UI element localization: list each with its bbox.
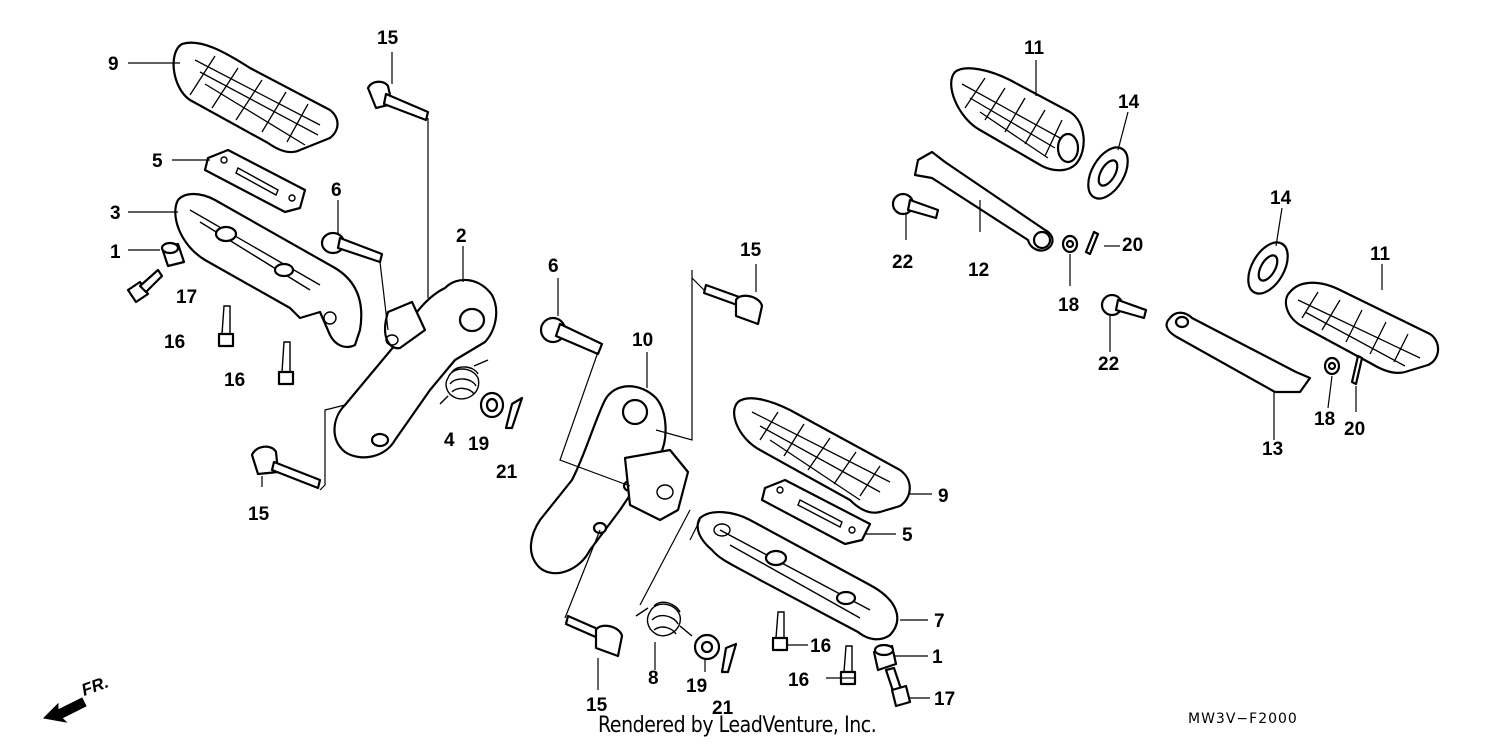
part-bolt-16-center-a <box>771 611 789 652</box>
callout-9: 9 <box>938 486 949 507</box>
callout-15: 15 <box>586 695 608 716</box>
callout-21: 21 <box>496 462 518 483</box>
part-pin-22-upper <box>891 192 940 220</box>
part-washer-18-lower <box>1323 356 1341 376</box>
part-washer-19-center <box>693 633 721 661</box>
callout-19: 19 <box>468 434 489 455</box>
part-passenger-rubber-upper <box>950 67 1085 172</box>
callout-20: 20 <box>1122 235 1143 256</box>
callout-13: 13 <box>1262 439 1283 460</box>
callout-6: 6 <box>331 180 342 201</box>
callout-15: 15 <box>377 28 399 49</box>
callout-22: 22 <box>892 252 913 273</box>
part-washer-18-upper <box>1061 234 1079 254</box>
callout-3: 3 <box>110 203 121 224</box>
part-cotter-pin-21-left <box>504 396 524 430</box>
credit-text: Rendered by LeadVenture, Inc. <box>598 713 877 738</box>
part-passenger-step-arm-12 <box>913 150 1054 252</box>
callout-14: 14 <box>1118 92 1140 113</box>
part-plate-right <box>760 478 872 546</box>
part-footpeg-rubber-right <box>733 397 911 514</box>
front-arrow-icon <box>42 697 87 723</box>
part-passenger-step-arm-13 <box>1165 311 1312 394</box>
callout-5: 5 <box>902 525 913 546</box>
callout-4: 4 <box>444 430 455 451</box>
part-footpeg-bracket-left <box>174 192 363 349</box>
callout-20: 20 <box>1344 419 1365 440</box>
callout-21: 21 <box>712 698 734 719</box>
callout-8: 8 <box>648 668 659 689</box>
part-cotter-pin-20-lower <box>1350 354 1364 386</box>
callout-6: 6 <box>548 256 559 277</box>
callout-7: 7 <box>934 611 945 632</box>
front-direction-indicator: FR. <box>42 673 111 723</box>
callout-17: 17 <box>176 287 197 308</box>
part-bolt-17-left <box>126 268 164 304</box>
part-main-bracket-left <box>333 278 498 459</box>
front-label: FR. <box>79 673 111 700</box>
callout-15: 15 <box>740 240 762 261</box>
part-spring-4 <box>439 359 489 405</box>
part-footpeg-bracket-right <box>696 511 899 641</box>
callout-1: 1 <box>932 647 943 668</box>
callout-1: 1 <box>110 242 121 263</box>
callout-11: 11 <box>1370 244 1391 265</box>
part-bolt-15-center-bottom <box>564 614 624 658</box>
callout-17: 17 <box>934 689 955 710</box>
part-main-bracket-center <box>529 385 690 575</box>
part-plate-left <box>203 148 307 214</box>
callout-5: 5 <box>152 151 163 172</box>
callout-2: 2 <box>456 226 467 247</box>
part-bolt-16-left-a <box>217 305 235 348</box>
callout-16: 16 <box>164 332 185 353</box>
callout-14: 14 <box>1270 188 1292 209</box>
part-bolt-15-center-top <box>702 283 764 326</box>
part-cotter-pin-21-center <box>720 642 738 674</box>
part-passenger-rubber-lower <box>1284 281 1440 374</box>
part-bolt-16-left-b <box>277 341 295 386</box>
callout-18: 18 <box>1314 409 1335 430</box>
part-bolt-15-top <box>366 80 430 122</box>
part-washer-14-upper <box>1087 146 1129 200</box>
part-cotter-pin-20-upper <box>1084 230 1100 256</box>
part-pin-6-left <box>320 231 384 264</box>
callout-12: 12 <box>968 260 989 281</box>
part-collar-left <box>160 241 186 268</box>
callout-10: 10 <box>632 330 653 351</box>
part-bolt-17-right <box>884 666 912 708</box>
diagram-code: MW3V−F2000 <box>1188 711 1298 727</box>
callout-15: 15 <box>248 504 270 525</box>
part-bolt-15-lower-left <box>250 445 322 490</box>
part-washer-19-left <box>479 391 505 419</box>
callout-18: 18 <box>1058 295 1079 316</box>
callout-16: 16 <box>788 670 809 691</box>
part-pin-6-center <box>539 316 604 356</box>
part-spring-8 <box>635 601 693 637</box>
callout-9: 9 <box>108 54 119 75</box>
callout-19: 19 <box>686 676 707 697</box>
part-washer-14-lower <box>1247 241 1289 295</box>
callout-22: 22 <box>1098 354 1119 375</box>
part-bolt-16-center-b <box>839 645 857 686</box>
part-collar-right <box>872 643 898 672</box>
callout-16: 16 <box>810 636 831 657</box>
callout-11: 11 <box>1024 38 1045 59</box>
part-footpeg-rubber-left <box>172 41 339 154</box>
part-pin-22-lower <box>1100 293 1148 320</box>
callout-16: 16 <box>224 370 245 391</box>
